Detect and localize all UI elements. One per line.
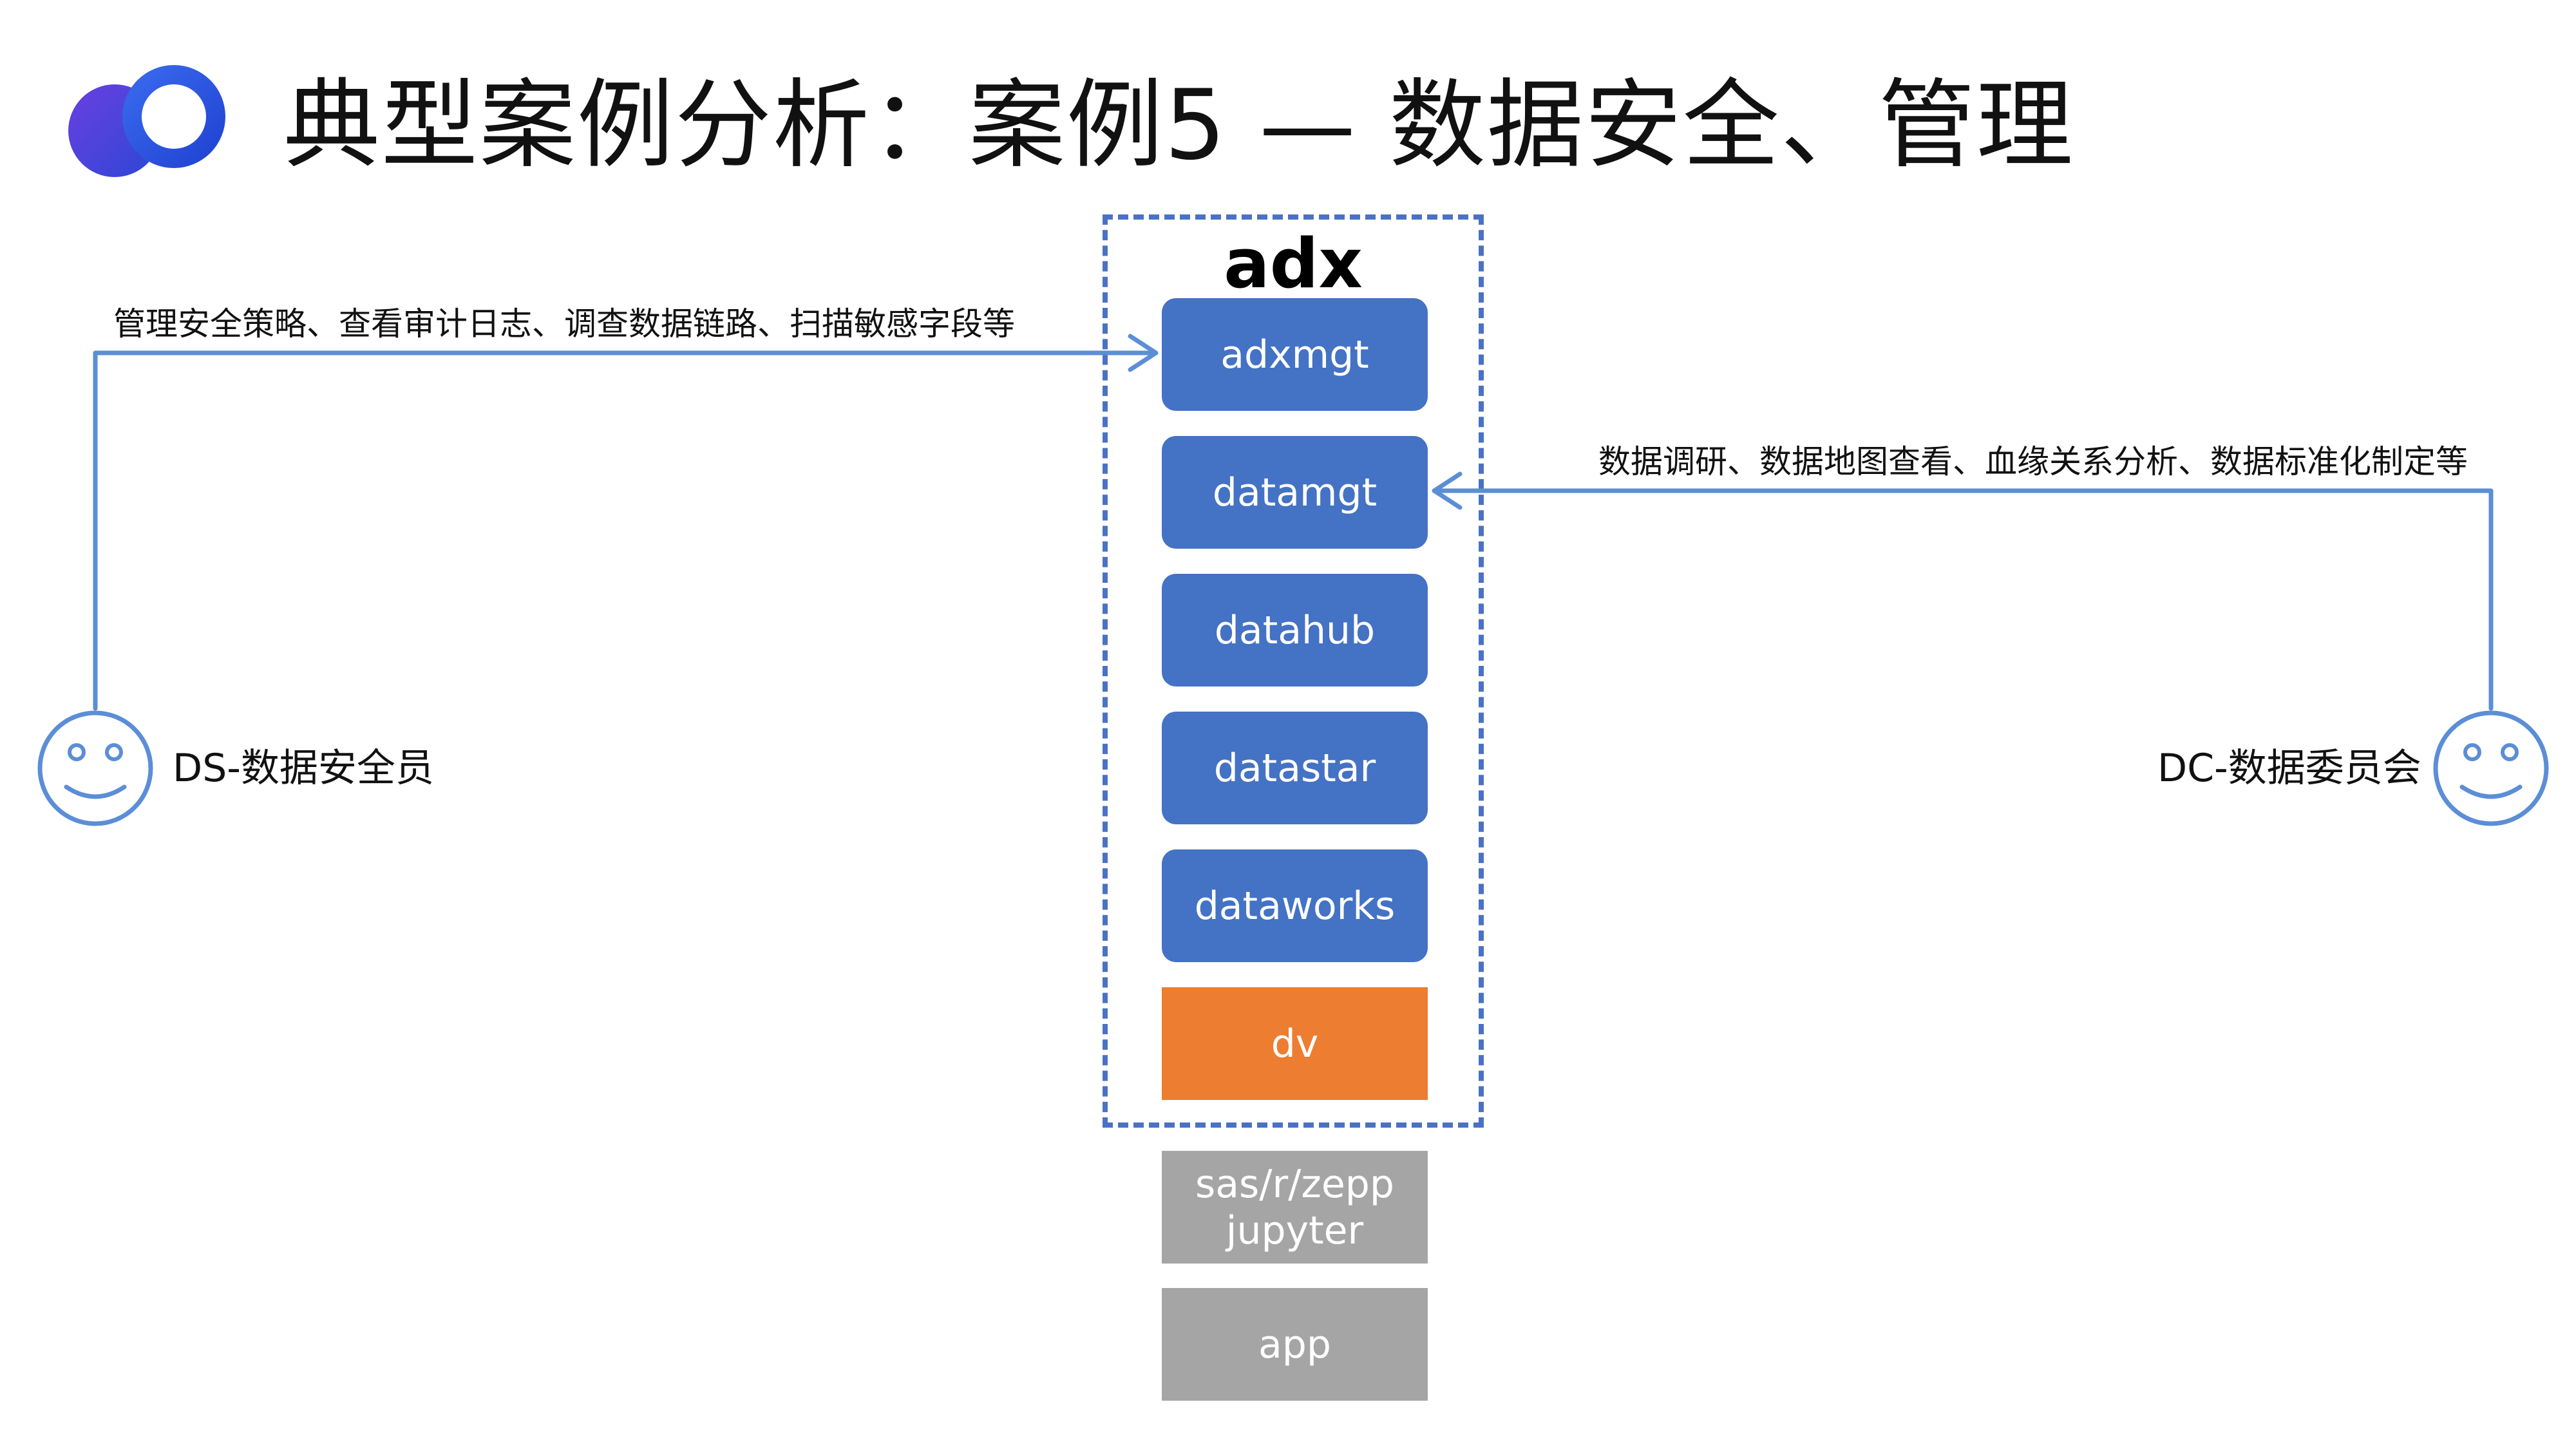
left-connector-line xyxy=(93,350,1155,711)
module-adxmgt[interactable]: adxmgt xyxy=(1162,298,1428,411)
module-datahub[interactable]: datahub xyxy=(1162,574,1428,687)
external-analytics-tools[interactable]: sas/r/zepp jupyter xyxy=(1162,1151,1428,1264)
page-title: 典型案例分析：案例5 — 数据安全、管理 xyxy=(283,70,2074,182)
brand-logo-icon xyxy=(68,65,225,177)
external-app[interactable]: app xyxy=(1162,1288,1428,1401)
dc-role-label: DC-数据委员会 xyxy=(2157,746,2421,791)
module-dv[interactable]: dv xyxy=(1162,987,1428,1100)
module-datamgt[interactable]: datamgt xyxy=(1162,436,1428,549)
right-connector-line xyxy=(1435,488,2494,711)
adx-platform-label: adx xyxy=(1224,224,1363,303)
ds-persona-smiley-icon xyxy=(37,710,153,826)
module-datastar[interactable]: datastar xyxy=(1162,712,1428,824)
ds-role-label: DS-数据安全员 xyxy=(173,746,434,791)
left-actions-text: 管理安全策略、查看审计日志、调查数据链路、扫描敏感字段等 xyxy=(113,305,1015,343)
dc-persona-smiley-icon xyxy=(2433,710,2549,826)
module-dataworks[interactable]: dataworks xyxy=(1162,849,1428,962)
right-actions-text: 数据调研、数据地图查看、血缘关系分析、数据标准化制定等 xyxy=(1598,443,2468,480)
